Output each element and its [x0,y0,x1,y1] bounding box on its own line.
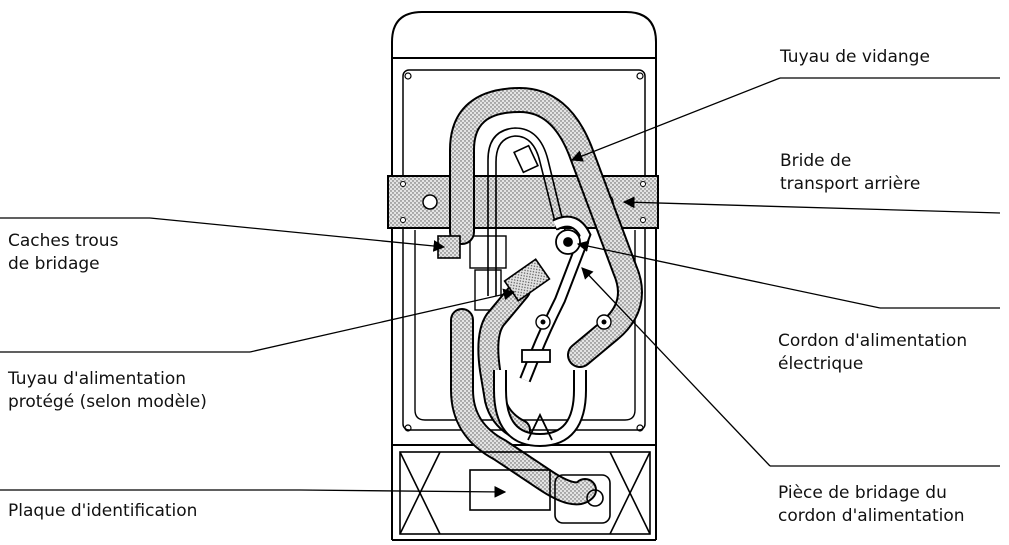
arrow-id-plate [299,486,507,498]
power-cord [519,215,592,383]
arrow-supply-hose [249,288,516,353]
arrow-drain-hose [570,77,781,162]
inner-pipe [487,127,566,296]
arrow-cord-clamp [581,267,771,467]
label-hole-covers: Caches trous de bridage [8,231,119,274]
u-tube [493,349,587,448]
leader-rear-bracket [622,196,1001,214]
drain-hose [449,87,643,368]
label-rear-transport-bracket: Bride de transport arrière [780,151,921,194]
label-cord-clamp: Pièce de bridage du cordon d'alimentatio… [778,483,965,526]
arrow-power-cord [576,240,881,309]
supply-valve [503,258,612,330]
supply-hose [450,279,597,506]
label-id-plate: Plaque d'identification [8,501,198,521]
leader-lines [0,77,1001,498]
label-power-cord: Cordon d'alimentation électrique [778,331,968,374]
arrow-hole-covers [149,217,446,252]
machine-base [399,451,651,535]
label-drain-hose: Tuyau de vidange [780,47,930,67]
label-supply-hose: Tuyau d'alimentation protégé (selon modè… [8,369,207,412]
